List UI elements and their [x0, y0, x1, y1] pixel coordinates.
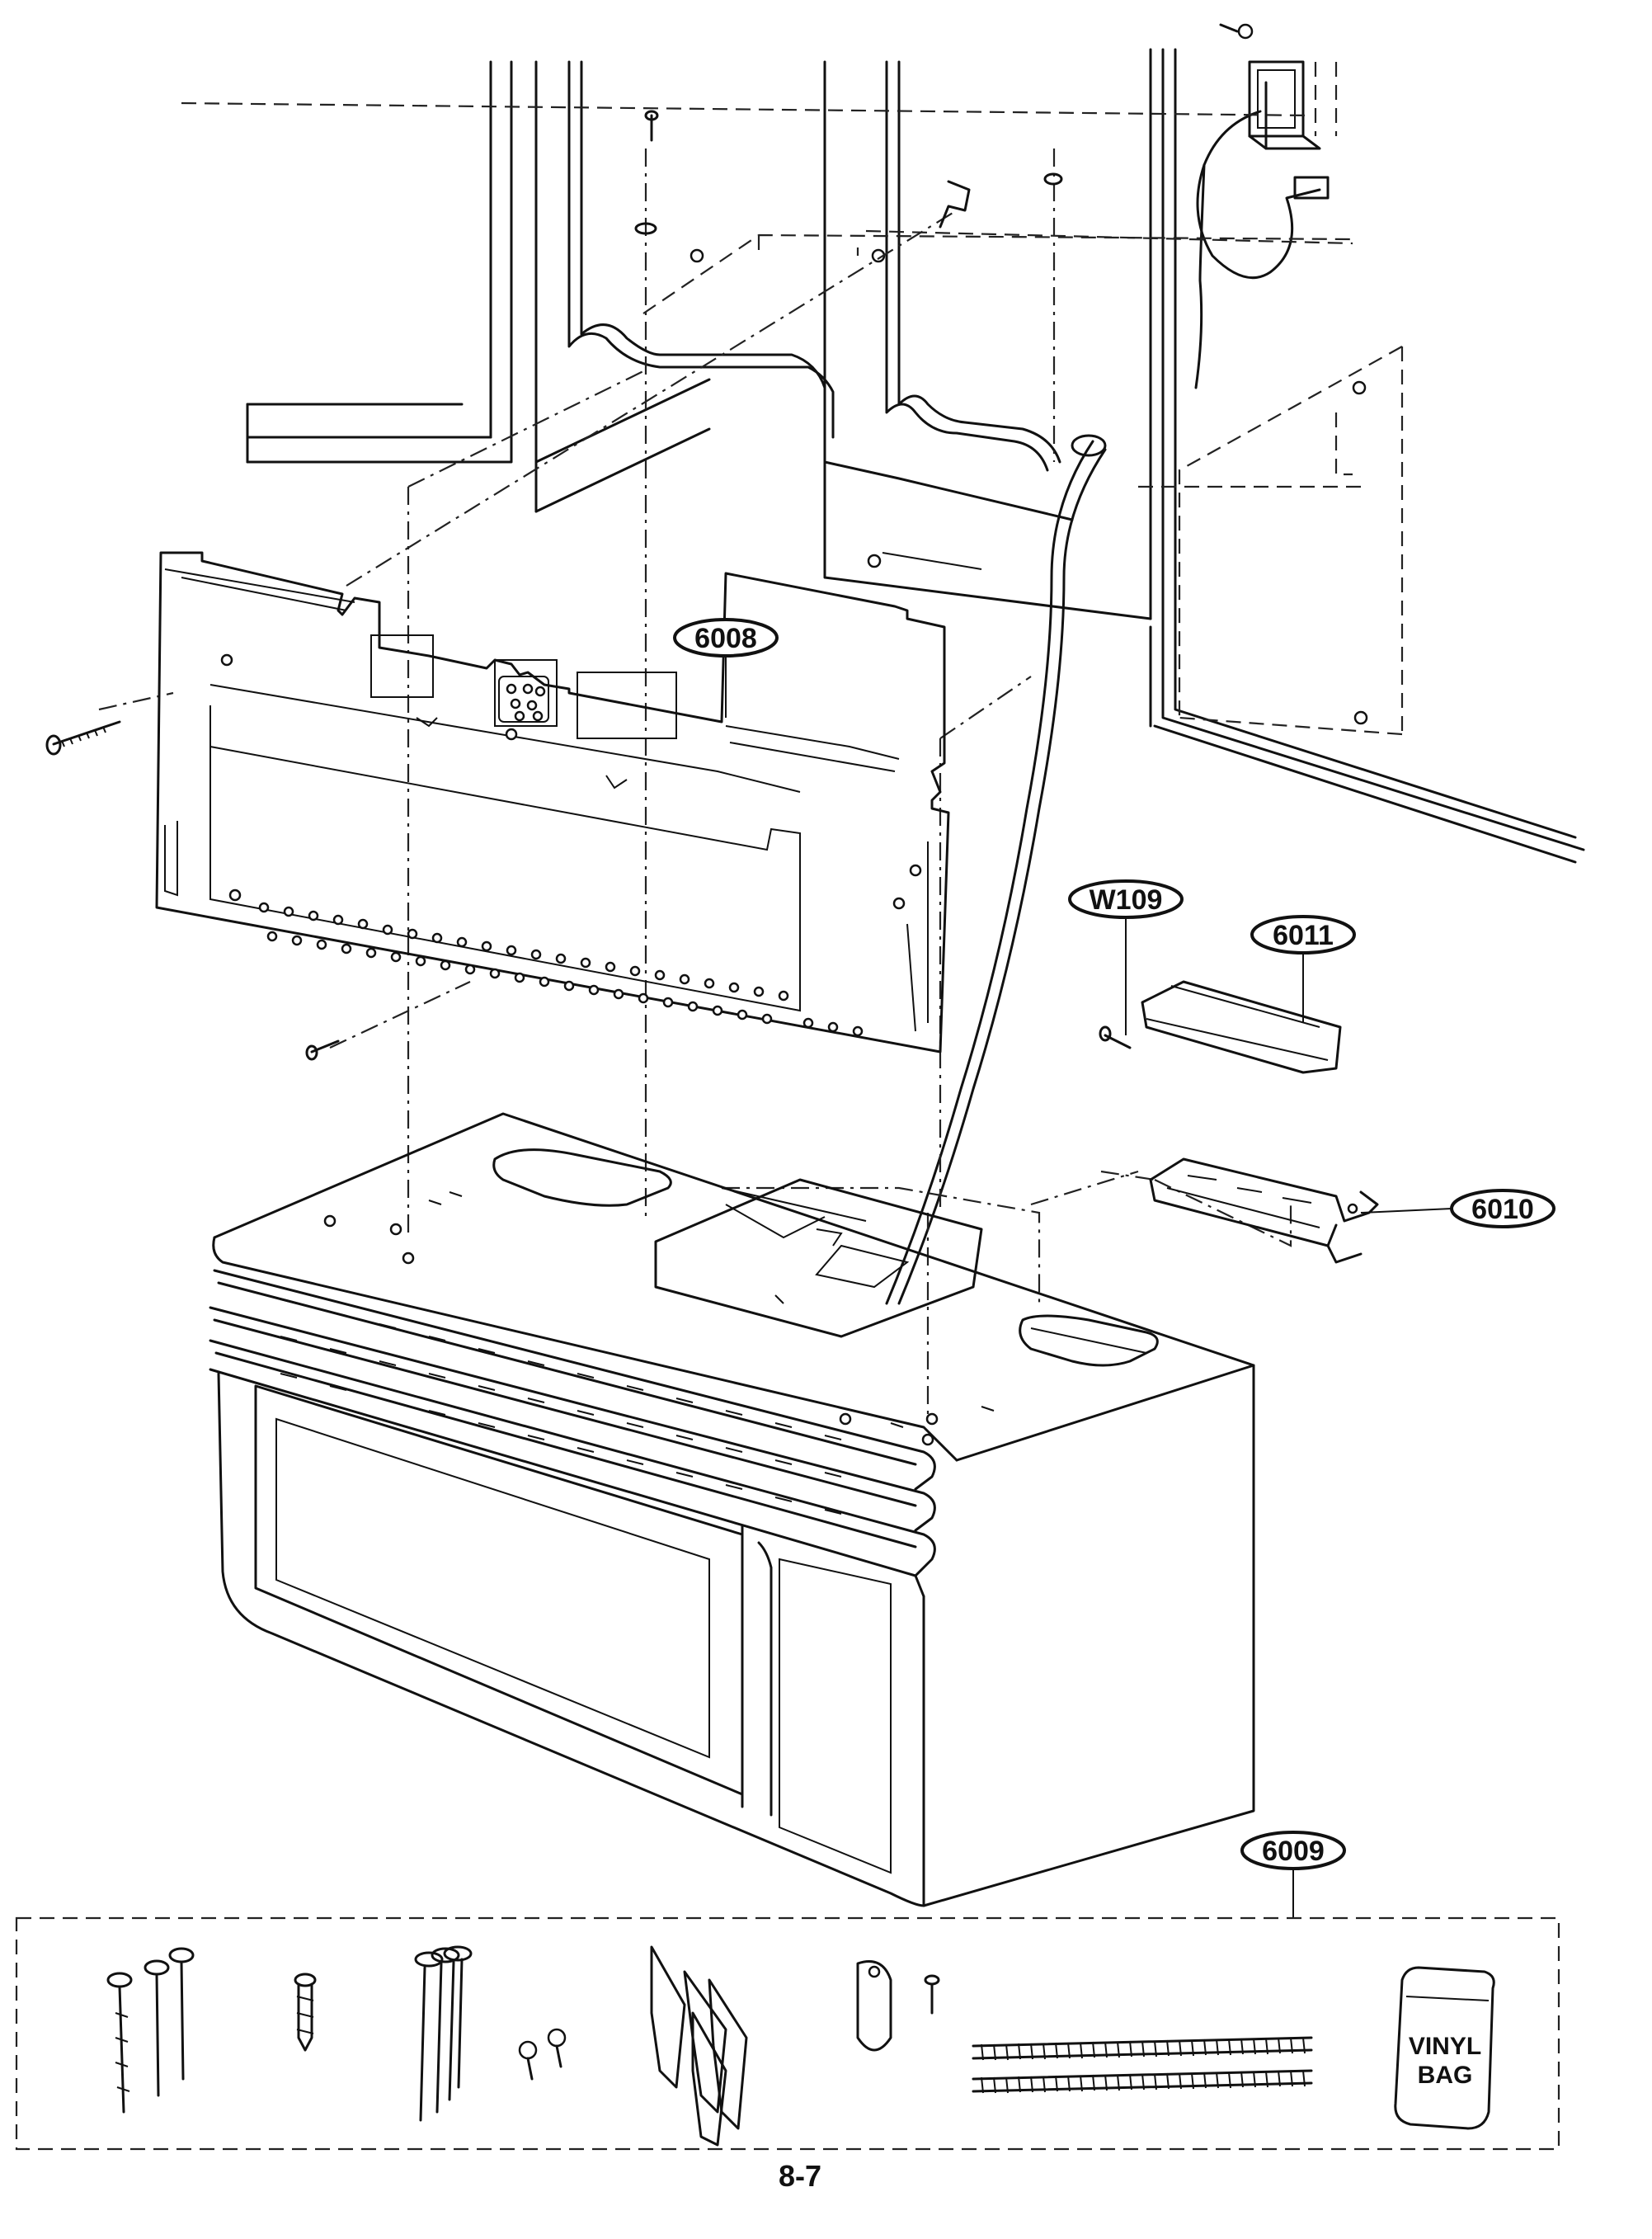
cover-box	[1149, 1157, 1379, 1264]
vinyl-bag-icon: VINYL BAG	[1394, 1966, 1495, 2130]
page-number: 8-7	[779, 2159, 821, 2193]
screw-w109-icon	[1099, 1025, 1132, 1049]
small-screws-icon	[518, 2028, 567, 2081]
toggle-bolts-icon	[414, 1945, 473, 2122]
callout-w109: W109	[1068, 879, 1184, 919]
callout-6009: 6009	[1240, 1831, 1346, 1870]
microwave-oven	[209, 1112, 1255, 1907]
bracket-hole-grid	[258, 902, 864, 1037]
screw-icon	[45, 720, 121, 756]
hardware-kit-parts: VINYL BAG	[106, 1945, 1495, 2147]
callout-6009-label: 6009	[1262, 1836, 1325, 1867]
cover-lid	[1141, 980, 1342, 1074]
vinyl-bag-label-line1: VINYL	[1409, 2033, 1481, 2060]
bracket-vent-holes	[498, 676, 549, 723]
mounting-bracket	[155, 551, 950, 1054]
callout-6011-label: 6011	[1273, 920, 1334, 951]
callout-6008: 6008	[673, 618, 779, 658]
wood-screw-icon	[294, 1973, 317, 2052]
assembly-lines	[98, 148, 1292, 1419]
vent-slots	[280, 1299, 842, 1515]
callout-w109-label: W109	[1090, 884, 1163, 916]
grommet-strips-icon	[972, 2036, 1313, 2094]
hidden-lines	[181, 62, 1404, 736]
callout-6011: 6011	[1250, 915, 1356, 955]
power-cord-icon	[885, 110, 1330, 1305]
long-screws-icon	[106, 1947, 195, 2114]
callout-6010: 6010	[1450, 1189, 1556, 1228]
wall-outlet	[1219, 23, 1321, 150]
callout-6010-label: 6010	[1471, 1194, 1534, 1225]
hardware-kit-box	[15, 1916, 1560, 2151]
cord-clamp-icon	[856, 1960, 940, 2052]
callout-6008-label: 6008	[694, 623, 757, 654]
vinyl-bag-label-line2: BAG	[1418, 2062, 1473, 2089]
callout-leaders	[725, 657, 1452, 1918]
upper-cabinets	[246, 48, 1585, 864]
toggle-wing-icon	[650, 1945, 748, 2147]
ceiling-screws	[634, 110, 1063, 235]
screw-icon-small-left	[305, 1039, 340, 1061]
